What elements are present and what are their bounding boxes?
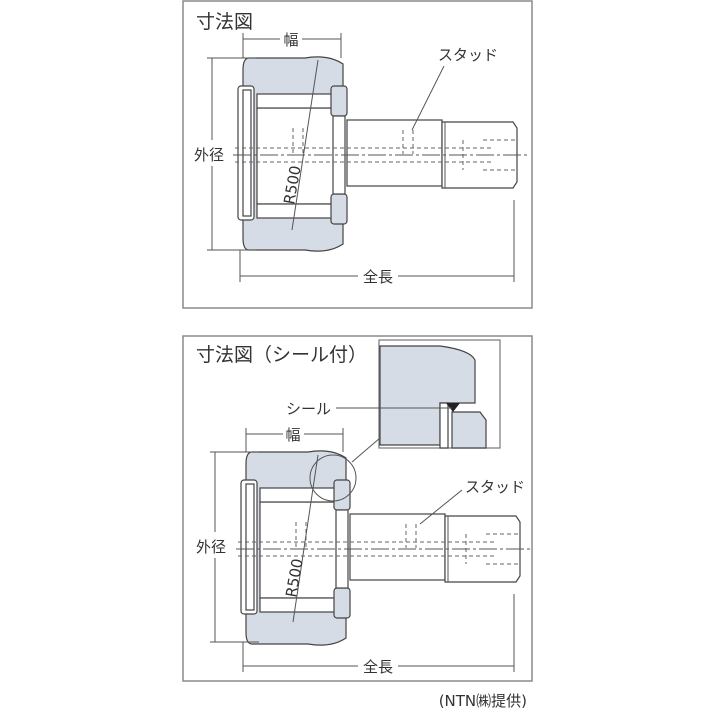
top-outer-diameter-label: 外径: [194, 146, 224, 164]
top-total-length-dimension: 全長: [239, 200, 515, 286]
bottom-width-dimension: 幅: [245, 426, 344, 452]
bottom-total-length-label: 全長: [363, 658, 393, 676]
top-total-length-label: 全長: [363, 268, 393, 286]
top-stud-label: スタッド: [438, 46, 498, 64]
bottom-total-length-dimension: 全長: [242, 594, 515, 676]
top-outer-diameter-dimension: 外径: [194, 57, 256, 251]
top-width-label: 幅: [283, 31, 298, 49]
bottom-outer-diameter-label: 外径: [196, 538, 226, 556]
bottom-panel-title: 寸法図（シール付）: [196, 344, 367, 366]
seal-detail-inset: [378, 339, 501, 449]
top-panel-title: 寸法図: [196, 11, 253, 33]
top-width-dimension: 幅: [242, 31, 342, 58]
detail-circle: [309, 454, 357, 502]
bottom-outer-diameter-dimension: 外径: [196, 451, 259, 643]
source-caption: (NTN㈱提供): [439, 692, 527, 710]
bottom-width-label: 幅: [285, 426, 300, 444]
seal-label: シール: [286, 400, 331, 418]
bottom-stud-label: スタッド: [465, 478, 525, 496]
